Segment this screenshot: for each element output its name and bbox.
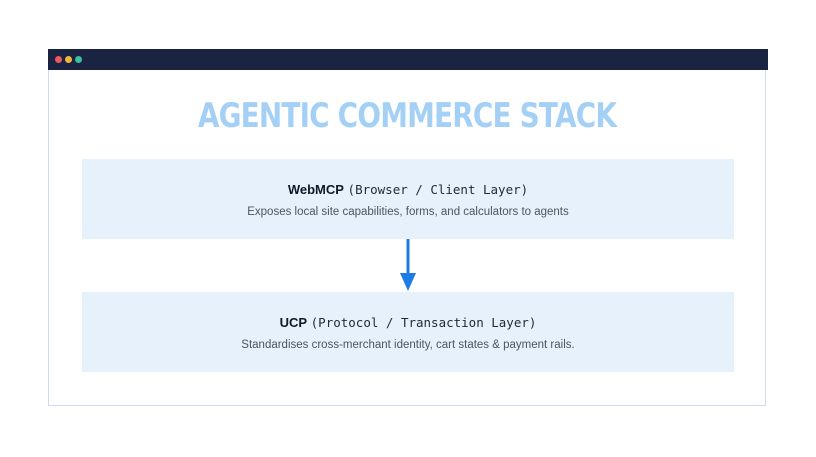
diagram-title: AGENTIC COMMERCE STACK (197, 96, 617, 136)
window-titlebar (48, 49, 768, 70)
layer-description: Exposes local site capabilities, forms, … (247, 206, 569, 218)
layer-name: WebMCP (287, 182, 344, 197)
layer-subtitle: (Protocol / Transaction Layer) (310, 315, 537, 330)
layer-heading: UCP (Protocol / Transaction Layer) (82, 315, 734, 331)
arrow-down-icon (400, 239, 416, 291)
webmcp-layer-box: WebMCP (Browser / Client Layer) Exposes … (82, 159, 734, 239)
close-window-dot[interactable] (55, 56, 62, 63)
minimize-window-dot[interactable] (65, 56, 72, 63)
layer-name: UCP (279, 315, 308, 330)
maximize-window-dot[interactable] (75, 56, 82, 63)
layer-description: Standardises cross-merchant identity, ca… (241, 339, 575, 351)
browser-window: AGENTIC COMMERCE STACK WebMCP (Browser /… (48, 49, 768, 406)
layer-subtitle: (Browser / Client Layer) (347, 182, 529, 197)
layer-heading: WebMCP (Browser / Client Layer) (82, 182, 734, 198)
ucp-layer-box: UCP (Protocol / Transaction Layer) Stand… (82, 292, 734, 372)
